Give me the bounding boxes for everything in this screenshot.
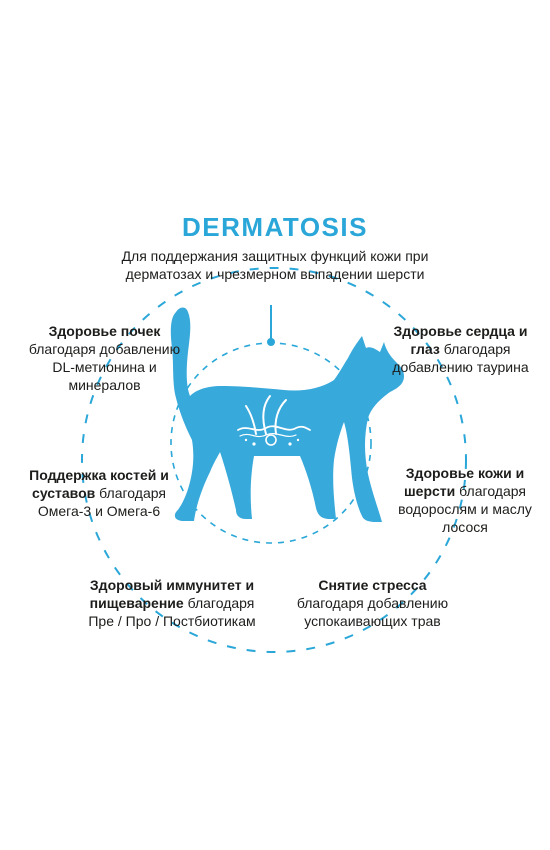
benefit-bones-text: благодаря Омега-3 и Омега-6 (37, 485, 166, 519)
pointer-dot (267, 338, 275, 346)
benefit-stress-text: благодаря добавлению успокаивающих трав (296, 595, 449, 629)
benefit-bones: Поддержка костей и суставов благодаря Ом… (4, 466, 194, 520)
benefit-kidney-title: Здоровье почек (48, 323, 161, 339)
benefit-heart: Здоровье сердца и глаз благодаря добавле… (378, 322, 543, 376)
benefit-immunity: Здоровый иммунитет и пищеварение благода… (82, 576, 262, 630)
benefit-bones-title: Поддержка костей и суставов (29, 467, 169, 501)
title: DERMATOSIS (182, 212, 368, 242)
hair-follicle-icon (237, 395, 311, 446)
benefit-skin-title: Здоровье кожи и шерсти (404, 465, 525, 499)
cat-silhouette-icon (170, 307, 404, 522)
benefit-skin: Здоровье кожи и шерсти благодаря водорос… (380, 464, 550, 536)
outer-dashed-ring (81, 267, 467, 653)
intro-text: Для поддержания защитных функций кожи пр… (121, 248, 429, 282)
benefit-kidney: Здоровье почек благодаря добавлению DL-м… (22, 322, 187, 394)
benefit-stress-title: Снятие стресса (318, 577, 427, 593)
benefit-stress: Снятие стресса благодаря добавлению успо… (290, 576, 455, 630)
benefit-kidney-text: благодаря добавлению DL-метионина и мине… (28, 341, 181, 393)
benefit-immunity-title: Здоровый иммунитет и пищеварение (89, 577, 255, 611)
benefit-skin-text: благодаря водорослям и маслу лосося (398, 483, 532, 535)
benefit-heart-text: благодаря добавлению таурина (392, 341, 529, 375)
benefit-heart-title: Здоровье сердца и глаз (393, 323, 528, 357)
benefit-immunity-text: благодаря Пре / Про / Постбиотикам (88, 595, 256, 629)
